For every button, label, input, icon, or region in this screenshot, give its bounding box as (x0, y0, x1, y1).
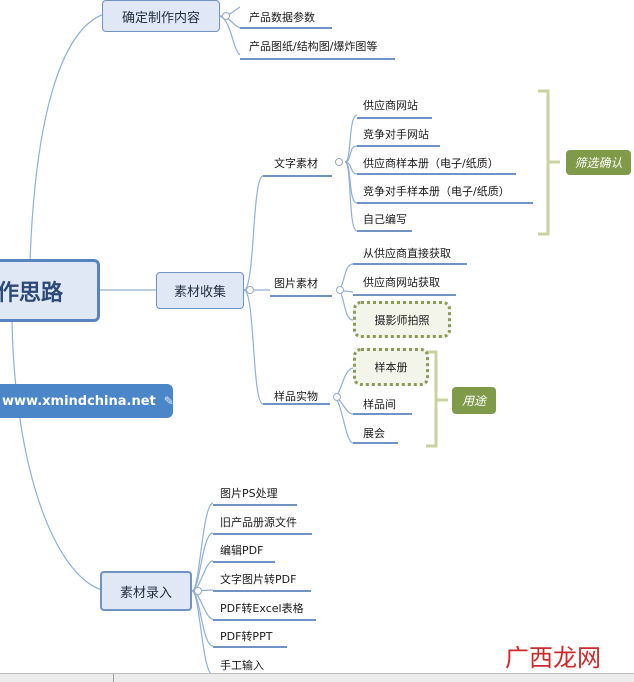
root-topic[interactable]: 作思路 (0, 259, 100, 322)
text-material-item[interactable]: 供应商样本册（电子/纸质） (363, 157, 499, 170)
text-material-item[interactable]: 供应商网站 (363, 99, 418, 112)
subtopic-item[interactable]: 产品图纸/结构图/爆炸图等 (249, 40, 378, 53)
entry-item[interactable]: 手工输入 (220, 659, 264, 672)
collapse-toggle-icon[interactable] (333, 393, 341, 401)
samples-item-selected[interactable]: 样本册 (353, 348, 429, 386)
entry-item[interactable]: 旧产品册源文件 (220, 516, 297, 529)
collapse-toggle-icon[interactable] (335, 158, 343, 166)
website-url: www.xmindchina.net (2, 393, 156, 409)
bottom-scrollbar[interactable] (0, 673, 634, 682)
topic-label: 素材收集 (173, 285, 226, 300)
entry-item[interactable]: 图片PS处理 (220, 487, 278, 500)
entry-item[interactable]: 文字图片转PDF (220, 573, 297, 586)
subtopic-item[interactable]: 产品数据参数 (249, 11, 315, 24)
samples-item[interactable]: 展会 (363, 427, 385, 440)
entry-item[interactable]: PDF转PPT (220, 630, 273, 643)
pencil-icon: ✎ (163, 394, 174, 408)
bracket-text-summary (538, 89, 560, 236)
topic-underlines (213, 27, 533, 677)
topic-material-entry[interactable]: 素材录入 (100, 571, 192, 611)
text-material-item[interactable]: 竞争对手网站 (363, 128, 429, 141)
summary-tag-usage[interactable]: 用途 (452, 387, 496, 414)
topic-label: 确定制作内容 (121, 10, 200, 26)
image-material-item[interactable]: 从供应商直接获取 (363, 247, 451, 260)
entry-item[interactable]: 编辑PDF (220, 544, 264, 557)
collapse-toggle-icon[interactable] (222, 12, 230, 20)
topic-confirm-content[interactable]: 确定制作内容 (102, 0, 220, 32)
image-material-item-selected[interactable]: 摄影师拍照 (353, 301, 451, 338)
text-material-item[interactable]: 自己编写 (363, 213, 407, 226)
website-banner[interactable]: www.xmindchina.net ✎ (0, 384, 174, 418)
image-material-item[interactable]: 供应商网站获取 (363, 276, 440, 289)
collapse-toggle-icon[interactable] (246, 286, 254, 294)
watermark-logo: 广西龙网 (505, 644, 601, 672)
summary-brackets (426, 89, 560, 448)
subtopic-samples[interactable]: 样品实物 (274, 390, 318, 403)
collapse-toggles (194, 12, 344, 595)
samples-item[interactable]: 样品间 (363, 398, 396, 411)
subtopic-text-material[interactable]: 文字素材 (274, 157, 318, 170)
collapse-toggle-icon[interactable] (194, 587, 202, 595)
collapse-toggle-icon[interactable] (336, 286, 344, 294)
root-topic-label: 作思路 (0, 280, 64, 306)
scrollbar-divider (113, 674, 114, 682)
topic-material-collect[interactable]: 素材收集 (156, 272, 244, 309)
summary-tag-filter-confirm[interactable]: 筛选确认 (566, 150, 631, 175)
topic-label: 素材录入 (119, 585, 172, 601)
entry-item[interactable]: PDF转Excel表格 (220, 602, 304, 615)
bracket-samples-summary (426, 350, 448, 448)
subtopic-image-material[interactable]: 图片素材 (274, 277, 318, 290)
text-material-item[interactable]: 竞争对手样本册（电子/纸质） (363, 185, 510, 198)
